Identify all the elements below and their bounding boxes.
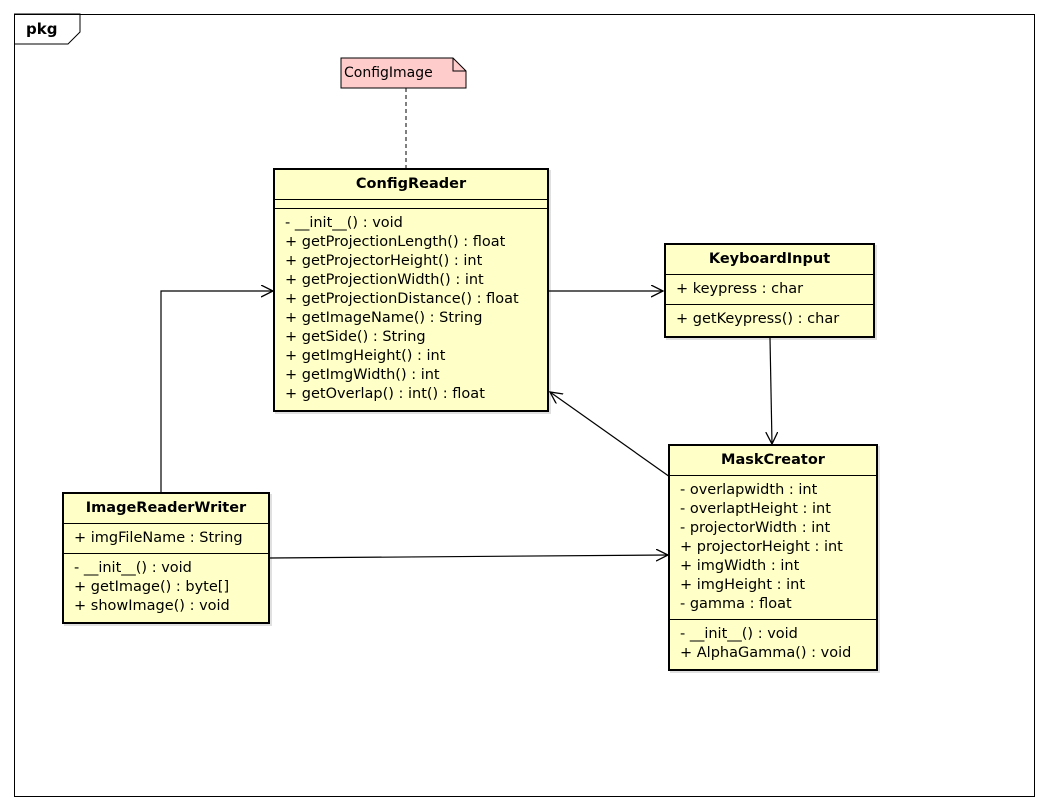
edge-imagereaderwriter-maskcreator	[269, 555, 668, 558]
class-member: + showImage() : void	[74, 598, 230, 614]
class-member: - overlapwidth : int	[680, 482, 818, 498]
note-shape	[340, 57, 467, 89]
note-configimage[interactable]: ConfigImage	[344, 65, 433, 81]
class-name: ImageReaderWriter	[64, 494, 268, 524]
class-member: + getOverlap() : int() : float	[285, 386, 485, 402]
class-member: + imgWidth : int	[680, 558, 800, 574]
class-member: + getProjectorHeight() : int	[285, 253, 483, 269]
package-frame	[14, 14, 1035, 797]
class-member: - __init__() : void	[74, 560, 192, 576]
class-member: + keypress : char	[676, 281, 804, 297]
class-keyboard-input[interactable]: KeyboardInput + keypress : char + getKey…	[664, 243, 875, 338]
class-member: + getKeypress() : char	[676, 311, 840, 327]
operations-compartment: - __init__() : void + getProjectionLength…	[275, 209, 547, 409]
class-member: + getProjectionWidth() : int	[285, 272, 484, 288]
class-name: ConfigReader	[275, 170, 547, 200]
class-member: + getProjectionDistance() : float	[285, 291, 519, 307]
class-member: + getImgWidth() : int	[285, 367, 440, 383]
class-mask-creator[interactable]: MaskCreator - overlapwidth : int- overla…	[668, 444, 878, 671]
class-member: + AlphaGamma() : void	[680, 645, 852, 661]
operations-compartment: - __init__() : void + getImage() : byte[]…	[64, 554, 268, 621]
package-label: pkg	[26, 20, 58, 38]
class-config-reader[interactable]: ConfigReader - __init__() : void + getPro…	[273, 168, 549, 412]
class-name: MaskCreator	[670, 446, 876, 476]
class-member: + imgHeight : int	[680, 577, 806, 593]
class-image-reader-writer[interactable]: ImageReaderWriter + imgFileName : String…	[62, 492, 270, 624]
attributes-compartment	[275, 200, 547, 209]
edge-imagereaderwriter-configreader	[160, 291, 273, 492]
class-member: - overlaptHeight : int	[680, 501, 831, 517]
note-fold	[452, 58, 466, 72]
attributes-compartment: - overlapwidth : int - overlaptHeight : i…	[670, 476, 876, 620]
class-member: + getSide() : String	[285, 329, 426, 345]
class-member: + getImageName() : String	[285, 310, 483, 326]
operations-compartment: - __init__() : void + AlphaGamma() : void	[670, 620, 876, 668]
class-member: - __init__() : void	[680, 626, 798, 642]
class-name: KeyboardInput	[666, 245, 873, 275]
class-member: - gamma : float	[680, 596, 792, 612]
class-member: + imgFileName : String	[74, 530, 243, 546]
class-member: + getImage() : byte[]	[74, 579, 230, 595]
class-member: + getProjectionLength() : float	[285, 234, 506, 250]
class-member: - projectorWidth : int	[680, 520, 831, 536]
operations-compartment: + getKeypress() : char	[666, 305, 873, 334]
edge-keyboardinput-maskcreator	[770, 337, 772, 444]
class-member: - __init__() : void	[285, 215, 403, 231]
attributes-compartment: + keypress : char	[666, 275, 873, 305]
attributes-compartment: + imgFileName : String	[64, 524, 268, 554]
class-member: + projectorHeight : int	[680, 539, 843, 555]
class-member: + getImgHeight() : int	[285, 348, 446, 364]
edge-maskcreator-configreader	[550, 392, 671, 478]
